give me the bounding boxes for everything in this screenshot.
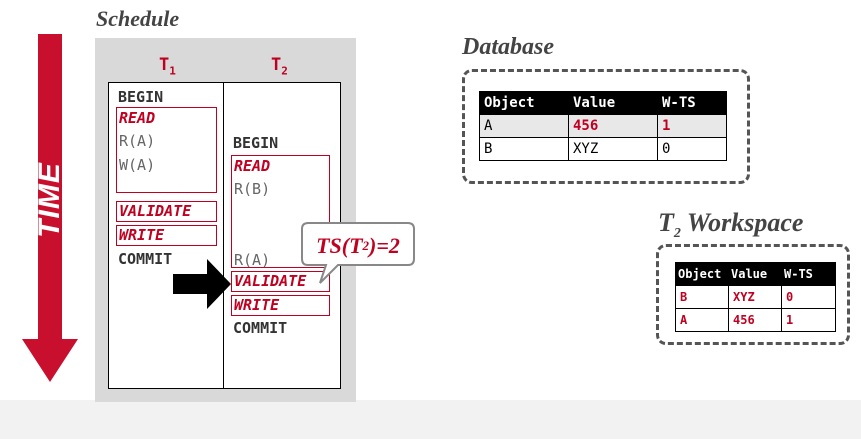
t2-read-phase-box: [231, 155, 330, 268]
database-dashed-frame: [462, 69, 750, 184]
t2-read: READ: [234, 157, 271, 175]
db-header-wts: W-TS: [657, 91, 727, 115]
ws-header-object: Object: [675, 262, 729, 286]
ws-header-wts: W-TS: [781, 262, 836, 286]
workspace-dashed-frame: [656, 244, 850, 345]
t2-commit: COMMIT: [233, 319, 288, 337]
ws-cell: 1: [781, 308, 836, 332]
t1-write: WRITE: [119, 226, 165, 244]
t1-w-a: W(A): [119, 156, 156, 174]
db-cell: XYZ: [568, 137, 658, 161]
callout-bubble: [301, 222, 415, 284]
t1-r-a: R(A): [119, 132, 156, 150]
ws-cell: B: [675, 285, 729, 309]
t1-header: T1: [159, 55, 176, 78]
t2-r-a: R(A): [234, 251, 271, 269]
t2-validate-box: [231, 271, 330, 292]
t2-begin: BEGIN: [233, 134, 279, 152]
table-row: B XYZ 0: [479, 137, 727, 161]
db-cell: B: [479, 137, 569, 161]
schedule-title: Schedule: [96, 6, 180, 31]
workspace-title: T2 Workspace: [658, 208, 804, 242]
time-arrow-icon: [22, 34, 78, 382]
db-cell: 1: [657, 114, 727, 138]
ws-cell: 0: [781, 285, 836, 309]
ws-cell: XYZ: [728, 285, 782, 309]
db-header-value: Value: [568, 91, 658, 115]
db-cell: 456: [568, 114, 658, 138]
workspace-table: Object Value W-TS B XYZ 0 A 456 1: [675, 262, 836, 332]
t2-r-b: R(B): [234, 180, 271, 198]
t1-validate-box: [116, 201, 217, 222]
t1-read-phase-box: [116, 107, 217, 193]
table-row: B XYZ 0: [675, 285, 836, 309]
ws-cell: 456: [728, 308, 782, 332]
t1-commit: COMMIT: [118, 250, 173, 268]
database-header-row: Object Value W-TS: [479, 91, 727, 115]
table-row: A 456 1: [675, 308, 836, 332]
db-cell: 0: [657, 137, 727, 161]
t2-write-box: [231, 295, 330, 316]
footer-band: [0, 400, 861, 439]
workspace-header-row: Object Value W-TS: [675, 262, 836, 286]
column-divider: [223, 82, 224, 388]
t1-validate: VALIDATE: [119, 202, 192, 220]
t1-begin: BEGIN: [118, 88, 164, 106]
t1-write-box: [116, 225, 217, 246]
time-label: TIME: [33, 162, 67, 238]
table-row: A 456 1: [479, 114, 727, 138]
t1-read: READ: [119, 109, 156, 127]
ws-header-value: Value: [728, 262, 782, 286]
pointer-arrow-icon: [173, 259, 231, 309]
ws-cell: A: [675, 308, 729, 332]
database-title: Database: [462, 34, 554, 60]
db-header-object: Object: [479, 91, 569, 115]
db-cell: A: [479, 114, 569, 138]
database-table: Object Value W-TS A 456 1 B XYZ 0: [479, 91, 727, 161]
t2-header: T2: [271, 55, 288, 78]
t2-write: WRITE: [234, 296, 280, 314]
t2-validate: VALIDATE: [234, 272, 307, 290]
